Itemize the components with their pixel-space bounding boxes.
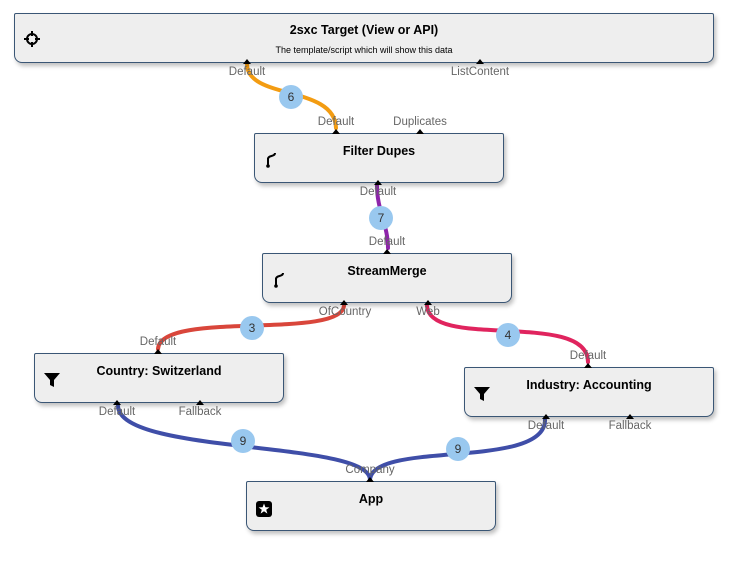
connection-count-badge[interactable]: 6: [279, 85, 303, 109]
filter-dupes-port-in-default[interactable]: Default: [317, 116, 355, 128]
target-description: The template/script which will show this…: [275, 45, 453, 55]
industry-port-out-fallback[interactable]: Fallback: [608, 420, 652, 432]
stream-merge-node[interactable]: StreamMerge: [262, 253, 512, 303]
port-pin[interactable]: [626, 414, 634, 419]
stream-merge-port-in-default[interactable]: Default: [368, 236, 406, 248]
crosshair-icon: [24, 31, 40, 47]
connection-count-badge[interactable]: 9: [231, 429, 255, 453]
industry-title: Industry: Accounting: [526, 378, 652, 392]
country-port-out-fallback[interactable]: Fallback: [178, 406, 222, 418]
industry-port-in-default[interactable]: Default: [569, 350, 607, 362]
fork-icon: [274, 272, 284, 288]
port-pin[interactable]: [374, 180, 382, 185]
app-title: App: [358, 492, 384, 506]
port-pin[interactable]: [366, 477, 374, 482]
connection-count-badge[interactable]: 9: [446, 437, 470, 461]
filter-dupes-port-out-default[interactable]: Default: [359, 186, 397, 198]
target-port-default[interactable]: Default: [228, 66, 266, 78]
connection-count-badge[interactable]: 3: [240, 316, 264, 340]
country-port-in-default[interactable]: Default: [139, 336, 177, 348]
connection-count-badge[interactable]: 7: [369, 206, 393, 230]
port-pin[interactable]: [476, 59, 484, 64]
port-pin[interactable]: [154, 349, 162, 354]
filter-dupes-node[interactable]: Filter Dupes: [254, 133, 504, 183]
filter-dupes-port-in-duplicates[interactable]: Duplicates: [393, 116, 447, 128]
industry-port-out-default[interactable]: Default: [527, 420, 565, 432]
filter-dupes-title: Filter Dupes: [342, 144, 416, 158]
port-pin[interactable]: [416, 129, 424, 134]
app-port-out-company[interactable]: Company: [345, 464, 395, 476]
connection-count-badge[interactable]: 4: [496, 323, 520, 347]
port-pin[interactable]: [424, 300, 432, 305]
country-title: Country: Switzerland: [96, 364, 222, 378]
country-port-out-default[interactable]: Default: [98, 406, 136, 418]
port-pin[interactable]: [243, 59, 251, 64]
target-title: 2sxc Target (View or API): [289, 23, 439, 37]
stream-merge-title: StreamMerge: [347, 264, 427, 278]
port-pin[interactable]: [584, 363, 592, 368]
stream-merge-port-out-web[interactable]: Web: [416, 306, 440, 318]
filter-icon: [474, 387, 490, 401]
stream-merge-port-out-ofcountry[interactable]: OfCountry: [318, 306, 372, 318]
filter-icon: [44, 373, 60, 387]
port-pin[interactable]: [113, 400, 121, 405]
industry-node[interactable]: Industry: Accounting: [464, 367, 714, 417]
port-pin[interactable]: [383, 249, 391, 254]
target-node[interactable]: 2sxc Target (View or API) The template/s…: [14, 13, 714, 63]
target-port-listcontent[interactable]: ListContent: [450, 66, 510, 78]
port-pin[interactable]: [340, 300, 348, 305]
star-icon: [256, 501, 272, 517]
country-node[interactable]: Country: Switzerland: [34, 353, 284, 403]
port-pin[interactable]: [332, 129, 340, 134]
port-pin[interactable]: [196, 400, 204, 405]
port-pin[interactable]: [542, 414, 550, 419]
fork-icon: [266, 152, 276, 168]
app-node[interactable]: App: [246, 481, 496, 531]
